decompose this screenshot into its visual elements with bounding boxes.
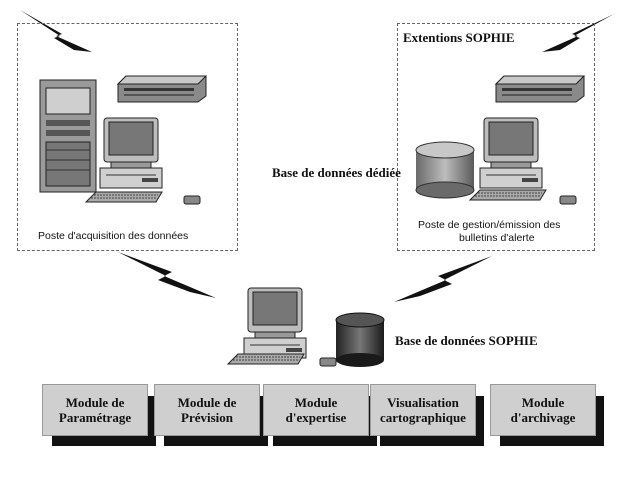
module-line1: Module de xyxy=(177,395,237,410)
extensions-title: Extentions SOPHIE xyxy=(403,30,515,45)
lightning-bolt-icon xyxy=(20,10,92,52)
module-line2: Paramétrage xyxy=(58,410,132,425)
tower-server-icon xyxy=(39,79,97,193)
sophie-database-label: Base de données SOPHIE xyxy=(395,333,538,348)
module-line1: Visualisation xyxy=(387,395,459,410)
module-line1: Module xyxy=(294,395,338,410)
acquisition-station-label: Poste d'acquisition des données xyxy=(38,230,189,242)
extensions-box xyxy=(397,23,595,251)
acquisition-station-box xyxy=(17,23,238,251)
module-line2: d'expertise xyxy=(285,410,347,425)
mouse-icon xyxy=(319,357,337,367)
lightning-bolt-icon xyxy=(394,256,492,302)
database-cylinder-icon xyxy=(335,312,385,367)
workstation-icon xyxy=(243,287,307,359)
dedicated-database-label: Base de données dédiée xyxy=(272,165,401,180)
database-cylinder-icon xyxy=(415,141,475,199)
keyboard-icon xyxy=(227,353,305,365)
lightning-bolt-icon xyxy=(118,252,216,298)
management-station-label-line2: bulletins d'alerte xyxy=(459,232,535,244)
module-line2: cartographique xyxy=(380,410,466,425)
module-line2: d'archivage xyxy=(510,410,576,425)
module-line1: Module de xyxy=(65,395,125,410)
lightning-bolt-icon xyxy=(542,14,614,52)
module-line2: Prévision xyxy=(181,410,233,425)
module-line1: Module xyxy=(521,395,565,410)
management-station-label-line1: Poste de gestion/émission des xyxy=(418,219,561,231)
